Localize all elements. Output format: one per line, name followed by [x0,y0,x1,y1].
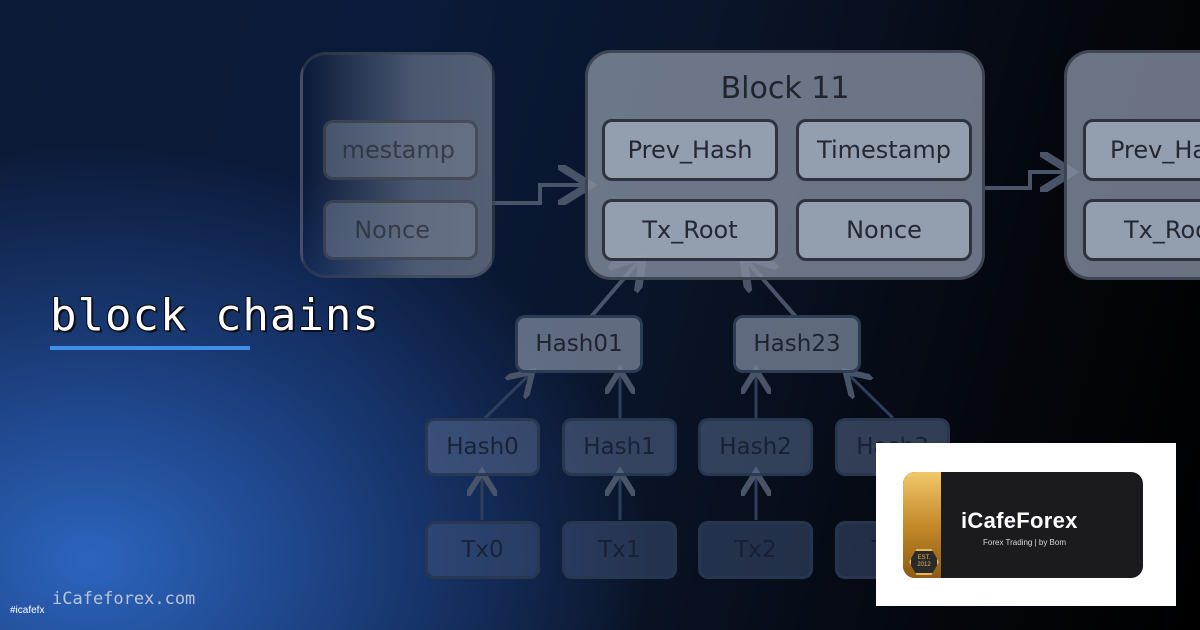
hash-node-hash01: Hash01 [515,315,643,373]
tx-root-field: Tx_Root [602,199,778,261]
block-previous: mestamp Nonce [300,52,495,278]
headline-underline [50,346,250,350]
prev-block-timestamp-field: mestamp [323,120,478,180]
badge-est-label: EST. [917,555,931,561]
link-main-to-next [985,172,1064,188]
hash-node-hash2: Hash2 [698,418,813,476]
headline: block chains [50,290,380,341]
brand-name: iCafeForex [961,508,1078,533]
block-title: Block 11 [720,71,850,106]
badge-year: 2012 [917,562,931,568]
prev-hash-field: Prev_Hash [602,119,778,181]
brand-logo: EST. 2012 iCafeForex Forex Trading | by … [903,472,1143,578]
brand-logo-card: EST. 2012 iCafeForex Forex Trading | by … [876,443,1176,606]
block-11: Block 11 Prev_Hash Timestamp Tx_Root Non… [585,50,985,280]
hash-node-hash1: Hash1 [562,418,677,476]
next-block-tx-root-field: Tx_Roo [1083,199,1200,261]
timestamp-field: Timestamp [796,119,972,181]
brand-tagline: Forex Trading | by Bom [983,538,1066,547]
hash-node-hash0: Hash0 [425,418,540,476]
tx-node-tx0: Tx0 [425,521,540,579]
site-url[interactable]: iCafeforex.com [52,589,196,609]
next-block-prev-hash-field: Prev_Ha [1083,119,1200,181]
prev-block-nonce-field: Nonce [323,200,478,260]
nonce-field: Nonce [796,199,972,261]
link-prev-to-main [492,185,582,205]
hashtag: #icafefx [10,605,45,616]
block-next: Prev_Ha Tx_Roo [1064,50,1200,280]
tx-node-tx1: Tx1 [562,521,677,579]
tx-node-tx2: Tx2 [698,521,813,579]
hash-node-hash23: Hash23 [733,315,861,373]
